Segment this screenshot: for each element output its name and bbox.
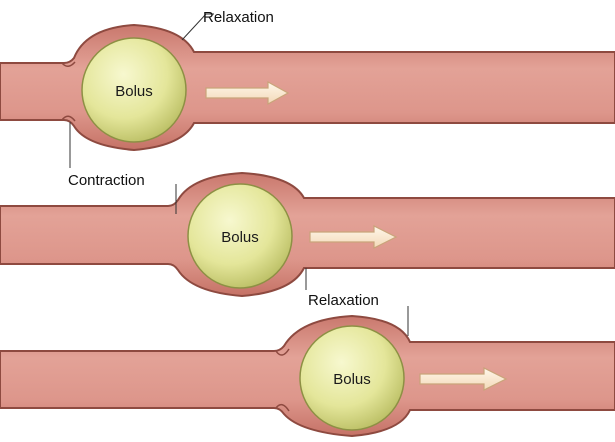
relaxation-label-2: Relaxation (308, 292, 379, 309)
contraction-label: Contraction (68, 172, 145, 189)
tube-segment-3: Bolus (0, 316, 615, 436)
tube-segment-2: Bolus (0, 173, 615, 296)
relaxation-label-1: Relaxation (203, 9, 274, 26)
bolus-label: Bolus (333, 371, 371, 388)
bolus-label: Bolus (115, 83, 153, 100)
tube-wall (0, 173, 615, 296)
bolus-label: Bolus (221, 229, 259, 246)
tube-segment-1: Bolus (0, 25, 615, 150)
